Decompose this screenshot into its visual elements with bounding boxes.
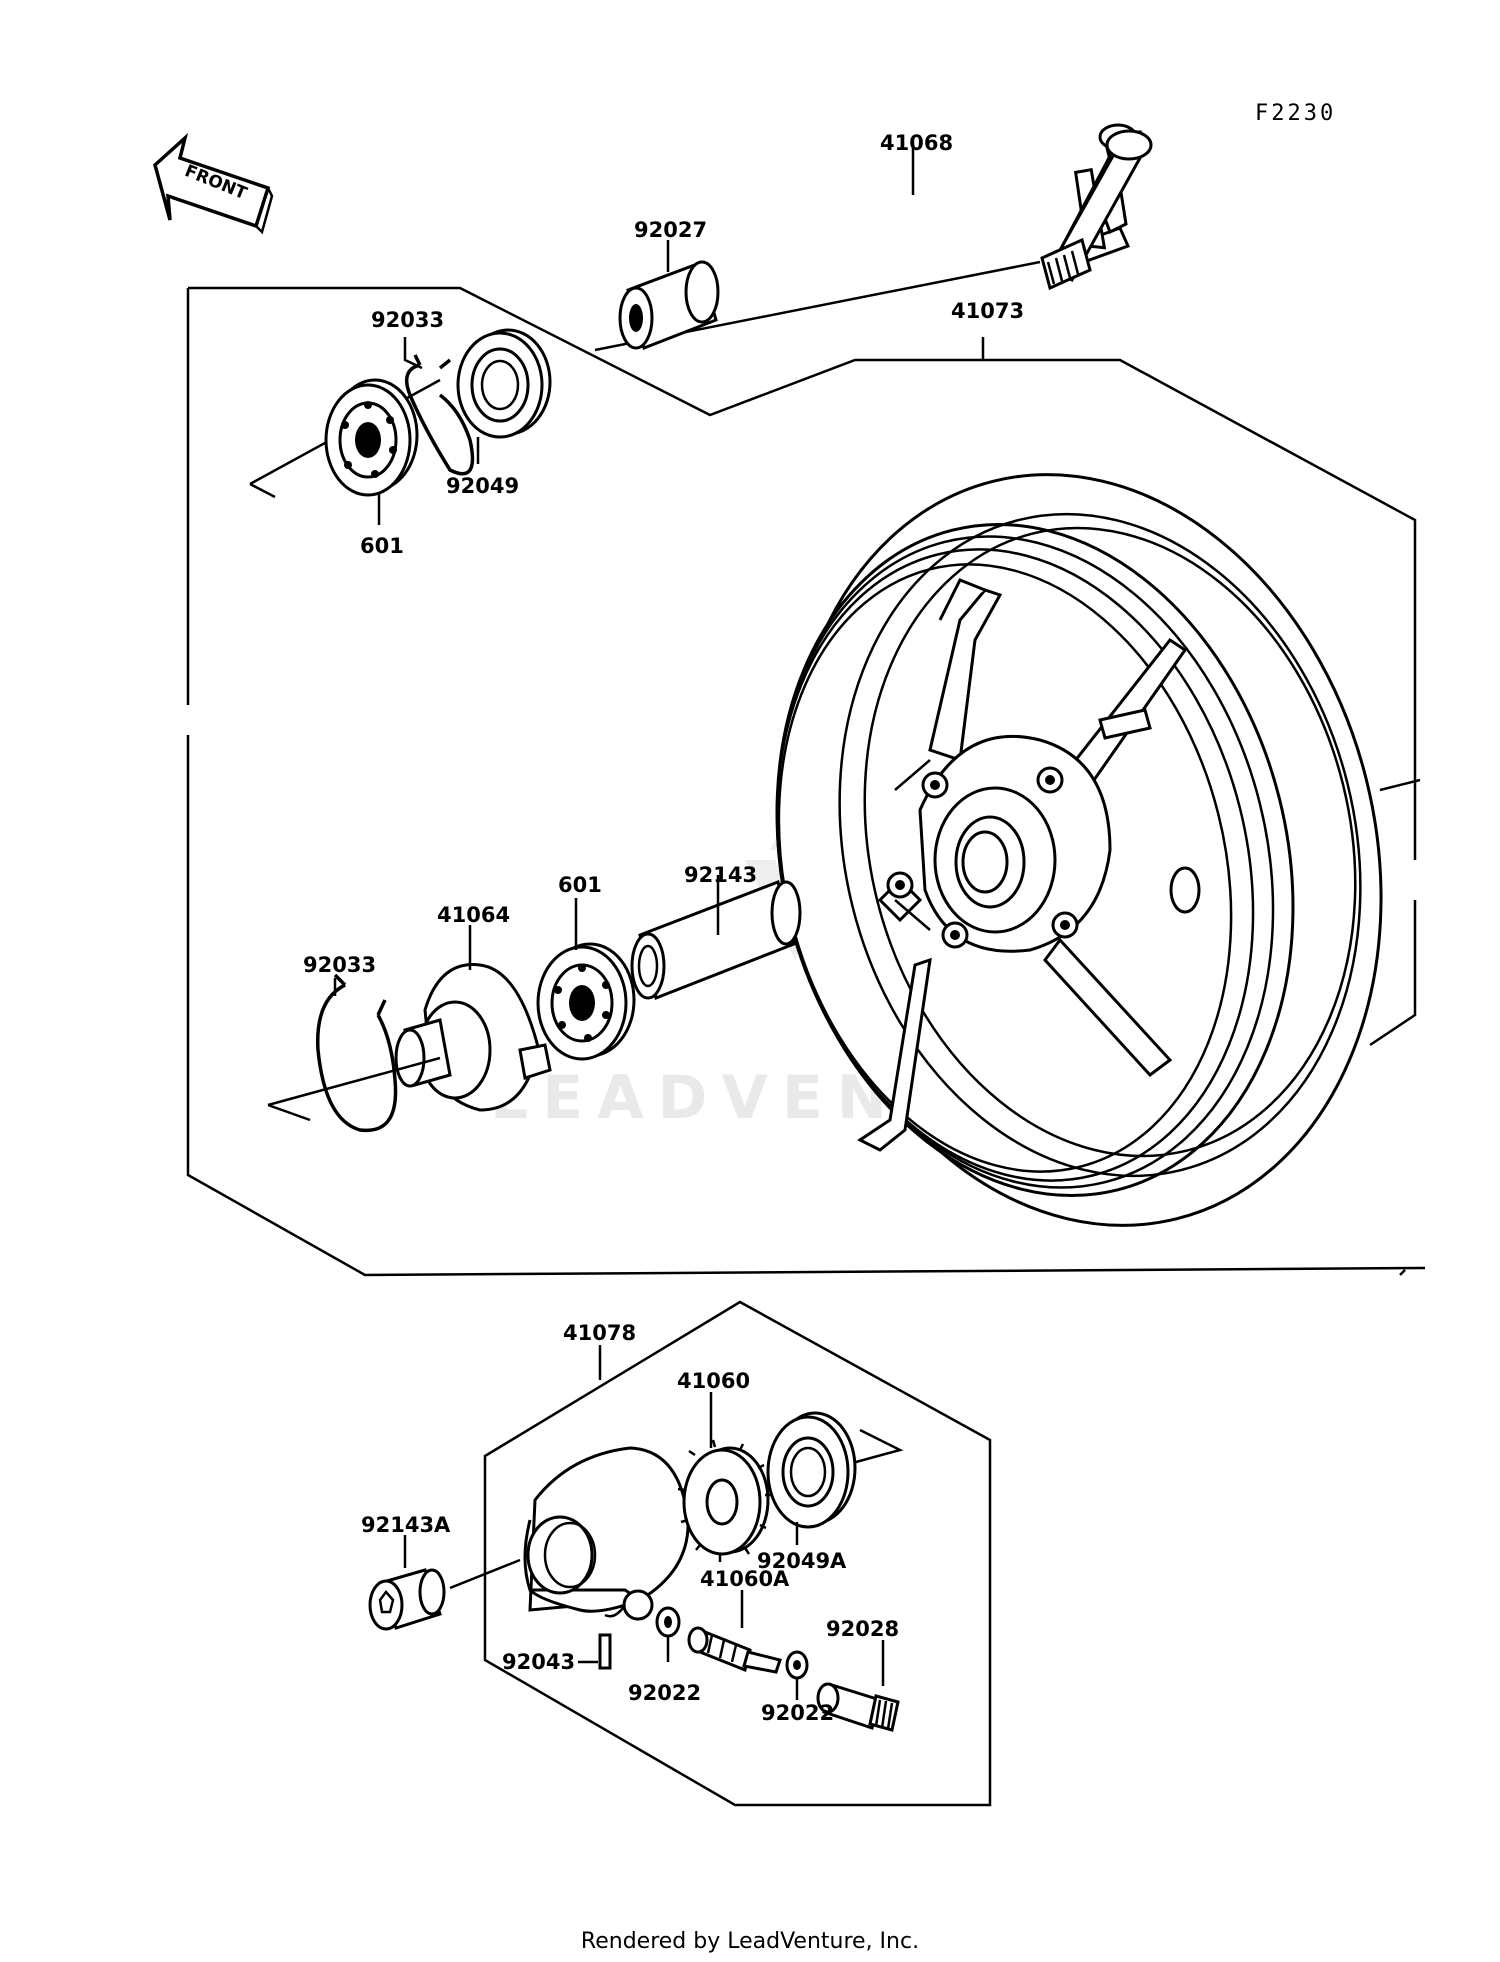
- label-92143: 92143: [684, 863, 757, 887]
- front-label: FRONT: [182, 161, 250, 204]
- bearing-601-top: [324, 378, 419, 497]
- diagram-code: F2230: [1255, 101, 1336, 126]
- front-arrow: FRONT: [153, 132, 274, 235]
- collar-92143: [630, 879, 802, 1001]
- leader-lines: [333, 147, 985, 1700]
- label-41073: 41073: [951, 299, 1024, 323]
- wheel-41073: [775, 473, 1383, 1227]
- washer-92022-left: [655, 1606, 681, 1638]
- bearing-601-mid: [536, 942, 636, 1061]
- oil-seal-92049A: [766, 1411, 857, 1529]
- bushing-92143A: [368, 1558, 521, 1631]
- wheel-assembly-frame: [186, 286, 1426, 1277]
- label-92043: 92043: [502, 1650, 575, 1674]
- footer-credit: Rendered by LeadVenture, Inc.: [581, 1929, 919, 1954]
- gear-41060: [677, 1439, 772, 1562]
- label-601-mid: 601: [558, 873, 602, 897]
- circlip-92033-mid: [267, 973, 441, 1133]
- label-41064: 41064: [437, 903, 510, 927]
- label-92049A: 92049A: [757, 1549, 847, 1573]
- pin-92043: [578, 1633, 612, 1670]
- oil-seal-92049: [456, 328, 552, 439]
- label-41060A: 41060A: [700, 1567, 790, 1591]
- label-41060: 41060: [677, 1369, 750, 1393]
- label-92022-left: 92022: [628, 1681, 701, 1705]
- axle-41068: [249, 123, 1153, 499]
- label-41078: 41078: [563, 1321, 636, 1345]
- collar-92027: [618, 260, 720, 350]
- label-601-top: 601: [360, 534, 404, 558]
- label-92033-top: 92033: [371, 308, 444, 332]
- label-92033-mid: 92033: [303, 953, 376, 977]
- label-92049: 92049: [446, 474, 519, 498]
- washer-92022-right: [785, 1650, 809, 1680]
- pinion-41060A: [687, 1626, 782, 1674]
- label-92028: 92028: [826, 1617, 899, 1641]
- label-92022-right: 92022: [761, 1701, 834, 1725]
- label-92143A: 92143A: [361, 1513, 451, 1537]
- part-labels: 41068 92027 41073 92033 92049 601 601 92…: [303, 131, 1024, 1725]
- gear-box-frame: [483, 1300, 992, 1807]
- speedometer-drive-41064: [394, 963, 552, 1112]
- gear-housing-41078: [523, 1446, 690, 1621]
- label-92027: 92027: [634, 218, 707, 242]
- label-41068: 41068: [880, 131, 953, 155]
- circlip-92033-top: [404, 354, 475, 476]
- fitting-92028: [816, 1682, 900, 1732]
